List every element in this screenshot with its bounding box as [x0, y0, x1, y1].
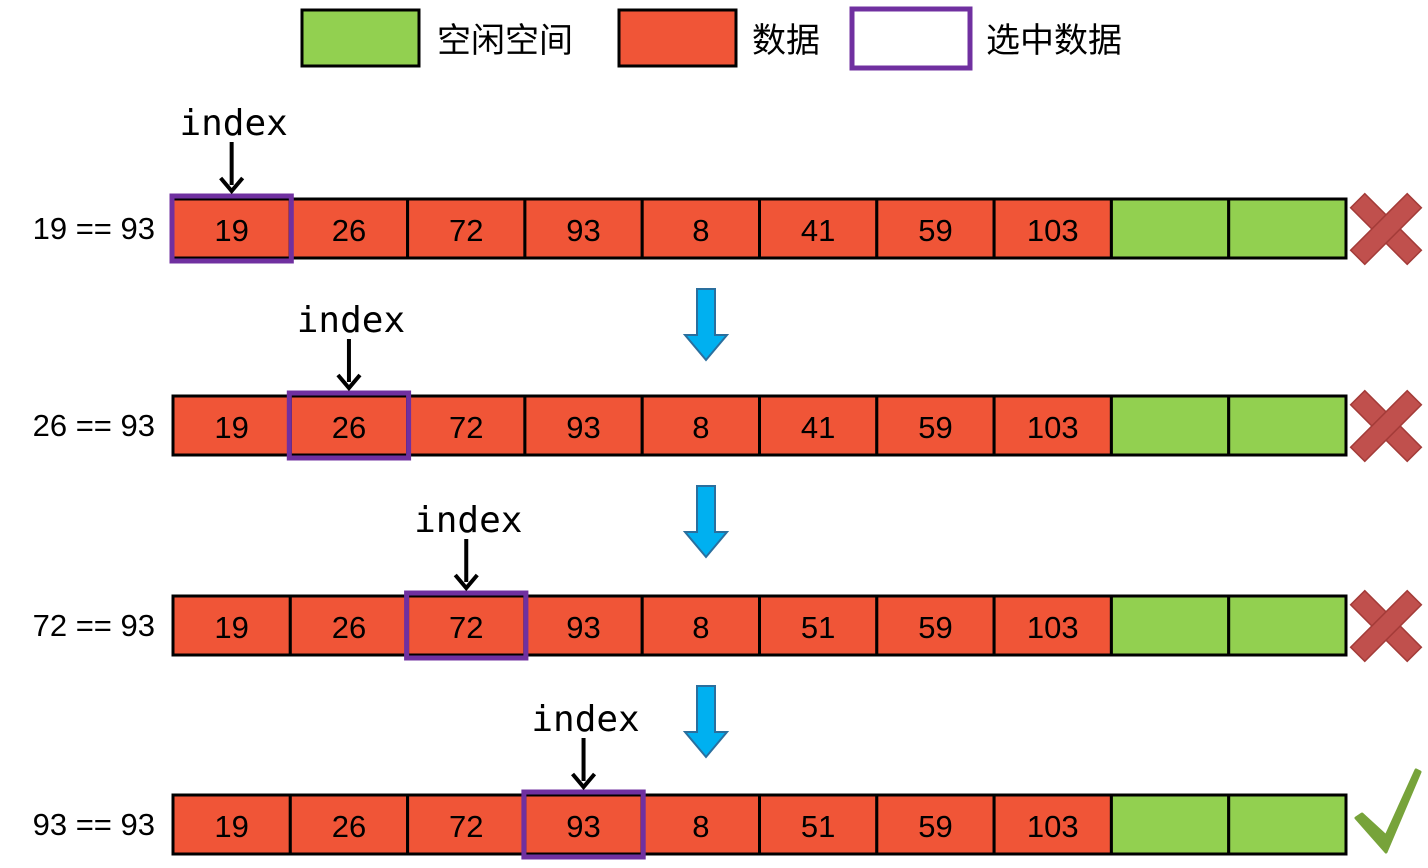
data-cell: [288, 594, 410, 657]
data-cell: [523, 594, 644, 657]
cell-value: 8: [692, 610, 709, 645]
array-row: 93 == 93 19 26 72 93 8 51 59 103 index: [33, 699, 1422, 860]
legend-data-label: 数据: [752, 21, 820, 61]
data-cell: [523, 793, 644, 856]
free-cell: [1109, 793, 1231, 856]
free-cell: [1227, 197, 1348, 260]
down-arrow-icon: [682, 685, 730, 759]
cell-value: 103: [1027, 410, 1079, 445]
array-row: 19 == 93 19 26 72 93 8 41 59 103 index: [33, 103, 1423, 266]
data-cell: [171, 594, 292, 657]
cell-value: 93: [566, 213, 600, 248]
free-cell: [1227, 793, 1348, 856]
down-arrow-icon: [682, 485, 730, 559]
index-pointer-arrow-icon: [336, 339, 362, 392]
selected-cell-highlight: [169, 193, 294, 264]
index-pointer-arrow-icon: [571, 738, 597, 791]
cell-value: 59: [918, 610, 952, 645]
selected-cell-highlight: [404, 590, 529, 661]
data-cell: [406, 197, 527, 260]
cell-value: 103: [1027, 809, 1079, 844]
data-cell: [288, 793, 410, 856]
down-arrow-icon: [682, 288, 730, 362]
free-cell: [1227, 594, 1348, 657]
data-cell: [640, 793, 762, 856]
cell-value: 8: [692, 213, 709, 248]
free-cell: [1109, 197, 1231, 260]
data-cell: [992, 197, 1113, 260]
cell-value: 19: [214, 213, 248, 248]
cell-value: 26: [332, 410, 366, 445]
cell-value: 19: [214, 809, 248, 844]
data-cell: [992, 394, 1113, 457]
cell-value: 8: [692, 410, 709, 445]
legend-free-swatch: [300, 8, 421, 68]
index-pointer-arrow-icon: [453, 539, 479, 592]
cell-value: 93: [566, 610, 600, 645]
cell-value: 26: [332, 213, 366, 248]
data-cell: [640, 197, 762, 260]
free-cell: [1109, 594, 1231, 657]
cell-value: 51: [801, 610, 835, 645]
index-pointer-arrow-icon: [219, 142, 245, 195]
legend: 空闲空间 数据 选中数据: [300, 6, 1122, 71]
cell-value: 8: [692, 809, 709, 844]
cell-value: 59: [918, 809, 952, 844]
data-cell: [875, 594, 996, 657]
cell-value: 103: [1027, 213, 1079, 248]
data-cell: [992, 793, 1113, 856]
legend-data-swatch: [617, 8, 738, 68]
legend-selected-swatch: [849, 6, 973, 71]
cell-value: 59: [918, 213, 952, 248]
free-cell: [1227, 394, 1348, 457]
cell-value: 51: [801, 809, 835, 844]
cell-value: 26: [332, 809, 366, 844]
legend-selected-label: 选中数据: [986, 21, 1122, 61]
cross-icon: [1349, 192, 1423, 266]
data-cell: [758, 394, 879, 457]
cell-value: 72: [449, 610, 483, 645]
index-label: index: [414, 500, 522, 541]
index-label: index: [531, 699, 639, 740]
cell-value: 19: [214, 610, 248, 645]
comparison-label: 93 == 93: [33, 807, 155, 842]
cell-value: 26: [332, 610, 366, 645]
array-row: 72 == 93 19 26 72 93 8 51 59 103 index: [33, 500, 1423, 663]
array-row: 26 == 93 19 26 72 93 8 41 59 103 index: [33, 300, 1423, 463]
cross-icon: [1349, 589, 1423, 663]
cell-value: 41: [801, 410, 835, 445]
cell-value: 72: [449, 410, 483, 445]
check-icon: [1354, 768, 1422, 854]
cell-value: 72: [449, 809, 483, 844]
data-cell: [640, 394, 762, 457]
data-cell: [406, 793, 527, 856]
index-label: index: [179, 103, 287, 144]
cell-value: 59: [918, 410, 952, 445]
data-cell: [758, 793, 879, 856]
cell-value: 93: [566, 809, 600, 844]
selected-cell-highlight: [521, 789, 646, 860]
cell-value: 93: [566, 410, 600, 445]
cell-value: 72: [449, 213, 483, 248]
comparison-label: 72 == 93: [33, 608, 155, 643]
comparison-label: 26 == 93: [33, 408, 155, 443]
cell-value: 19: [214, 410, 248, 445]
cell-value: 41: [801, 213, 835, 248]
cell-value: 103: [1027, 610, 1079, 645]
data-cell: [288, 197, 410, 260]
legend-free-label: 空闲空间: [437, 21, 573, 61]
comparison-label: 19 == 93: [33, 211, 155, 246]
index-label: index: [297, 300, 405, 341]
selected-cell-highlight: [286, 390, 412, 461]
cross-icon: [1349, 389, 1423, 463]
data-cell: [875, 197, 996, 260]
free-cell: [1109, 394, 1231, 457]
data-cell: [758, 197, 879, 260]
data-cell: [171, 394, 292, 457]
